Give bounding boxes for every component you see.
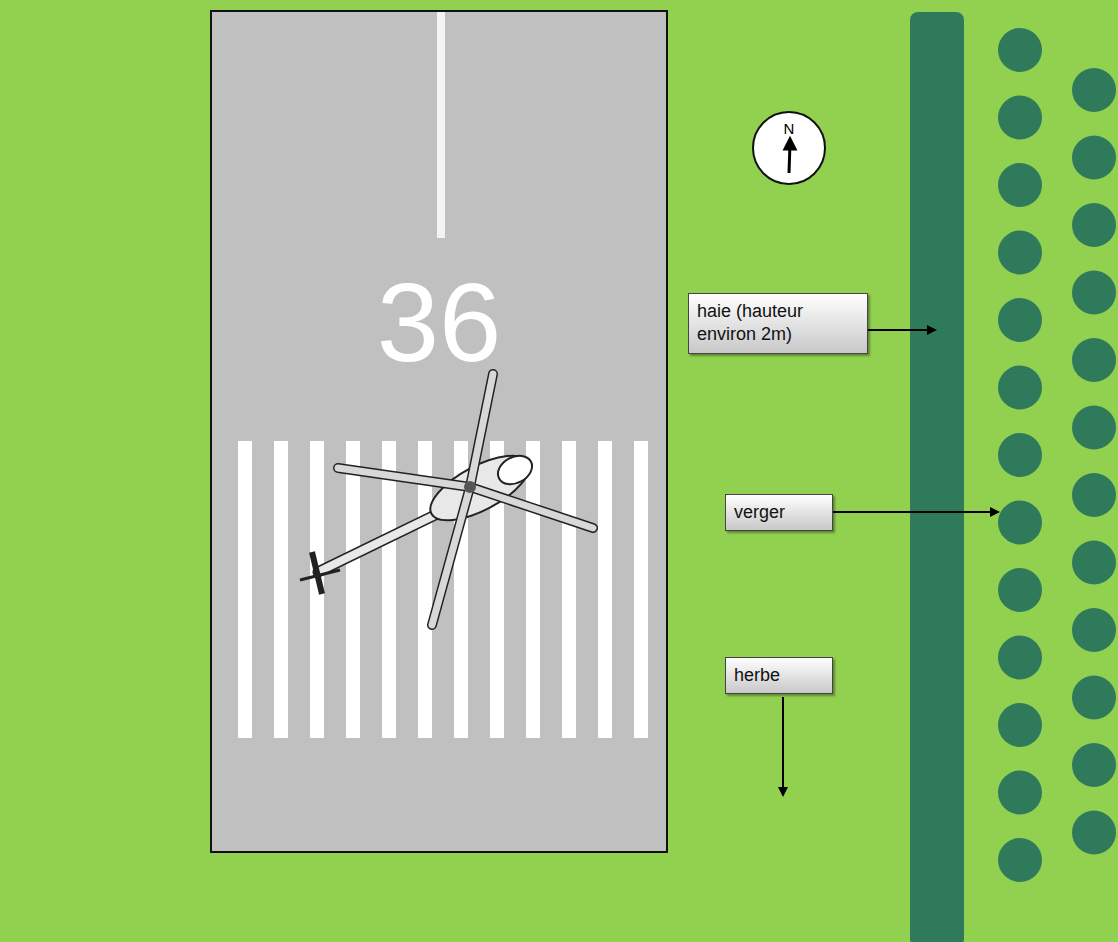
center-line [437,10,445,238]
callout-label: herbe [734,664,824,687]
callout-label: verger [734,501,824,524]
threshold-stripes [238,441,648,738]
callout-label: haie (hauteur environ 2m) [697,300,859,347]
callout-box: herbe [725,657,833,694]
helicopter [300,374,593,625]
runway-surface [210,10,668,853]
orchard [998,28,1116,882]
runway-number: 36 [212,267,666,379]
north-letter: N [754,121,824,136]
callout-box: verger [725,494,833,531]
hedge [910,12,964,942]
leader-arrows [783,330,998,795]
runway-marking: 36 [210,10,668,853]
north-compass: N [752,111,826,185]
callout-box: haie (hauteur environ 2m) [688,293,868,354]
